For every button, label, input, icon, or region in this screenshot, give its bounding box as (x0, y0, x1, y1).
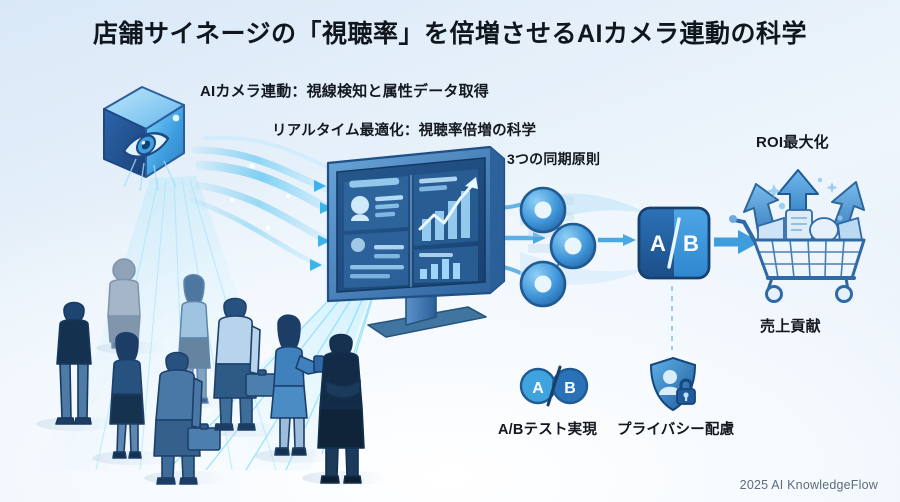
person-8 (317, 333, 365, 484)
shopping-cart-icon (728, 160, 878, 305)
cart-contents (757, 209, 864, 243)
dashboard-bar-card (414, 246, 478, 283)
person-5 (153, 351, 221, 485)
dashboard-growth-chart (414, 169, 478, 246)
label-roi-maximization: ROI最大化 (756, 134, 829, 151)
svg-text:A: A (532, 380, 544, 397)
person-7 (270, 314, 325, 456)
sparkles (767, 177, 843, 221)
audience-silhouettes (36, 252, 390, 485)
ab-split-box-icon: A B (636, 205, 712, 281)
ab-test-circles-icon: A B (518, 365, 590, 407)
ai-camera-icon (84, 79, 202, 192)
person-3 (109, 331, 145, 459)
svg-text:B: B (683, 231, 699, 256)
node-top (519, 186, 567, 234)
three-sync-nodes-icon (515, 180, 635, 315)
node-middle (549, 222, 597, 270)
label-privacy: プライバシー配慮 (617, 422, 735, 438)
label-ab-test: A/Bテスト実現 (498, 422, 598, 438)
camera-to-monitor-stream (189, 135, 341, 271)
cart-basket (729, 215, 866, 303)
page-title: 店舗サイネージの「視聴率」を倍増させるAIカメラ連動の科学 (92, 20, 807, 48)
label-three-sync-principles: 3つの同期原則 (507, 151, 601, 167)
signage-monitor (318, 145, 518, 345)
svg-text:A: A (650, 231, 666, 256)
label-camera-link: AIカメラ連動：視線検知と属性データ取得 (200, 83, 490, 100)
privacy-shield-icon (645, 356, 701, 412)
dashboard-list-card (344, 231, 408, 288)
person-1 (55, 301, 92, 425)
label-realtime-optimization: リアルタイム最適化：視聴率倍増の科学 (272, 123, 537, 139)
dashboard-profile-card (344, 176, 408, 231)
node-bottom (519, 260, 567, 308)
svg-text:B: B (564, 380, 576, 397)
label-sales-contribution: 売上貢献 (760, 318, 821, 335)
footer-credit: 2025 AI KnowledgeFlow (739, 478, 878, 492)
stream-dots (230, 163, 291, 231)
person-6 (213, 297, 279, 431)
